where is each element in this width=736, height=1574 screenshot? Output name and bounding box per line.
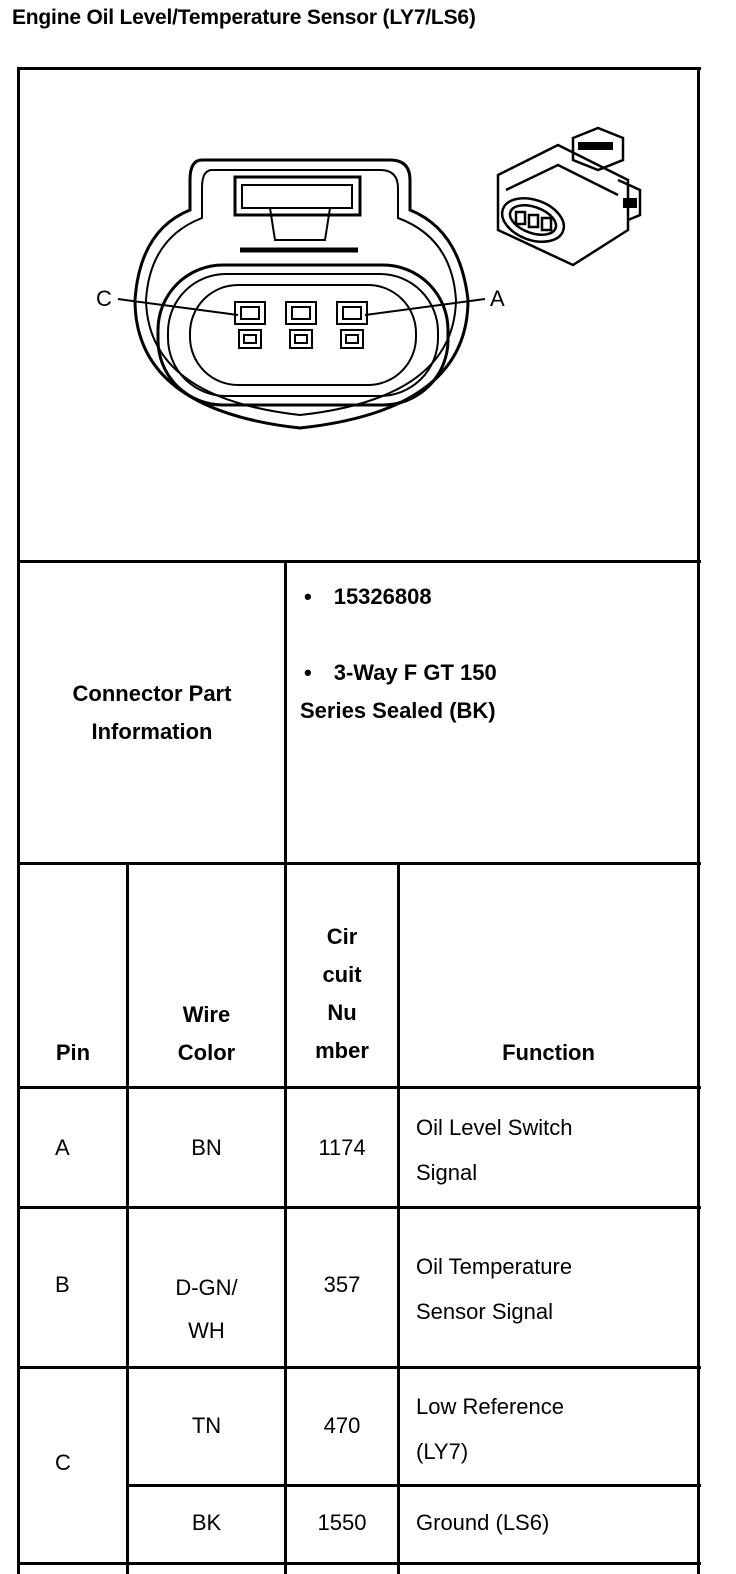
table-border-left xyxy=(17,67,20,1574)
pin-c-callout: C xyxy=(96,286,112,311)
column-divider xyxy=(284,560,287,1574)
pin-cell: B xyxy=(55,1272,70,1297)
row-divider xyxy=(17,1206,701,1209)
part-number: 15326808 xyxy=(333,584,432,609)
function-cell: Ground (LS6) xyxy=(416,1510,550,1535)
connector-face-diagram xyxy=(117,158,486,430)
page-title: Engine Oil Level/Temperature Sensor (LY7… xyxy=(12,6,476,29)
bullet: • xyxy=(304,660,312,685)
circuit-cell: 357 xyxy=(323,1272,361,1297)
row-divider xyxy=(17,1086,701,1089)
circuit-cell: 470 xyxy=(323,1413,361,1438)
header-wire-color: Wire Color xyxy=(177,1002,236,1065)
header-circuit-number: Cir cuit Nu mber xyxy=(315,924,369,1063)
wire-color-cell: TN xyxy=(191,1413,222,1438)
pin-cell: A xyxy=(55,1135,70,1160)
wire-color-cell: D-GN/ WH xyxy=(175,1275,238,1343)
table-header-top xyxy=(17,862,701,865)
connector-info-values: • 15326808 • 3-Way F GT 150 Series Seale… xyxy=(300,578,690,730)
connector-thumbnail-image xyxy=(496,126,642,267)
function-cell: Oil Level Switch Signal xyxy=(416,1115,573,1185)
column-divider xyxy=(397,862,400,1574)
bullet: • xyxy=(304,584,312,609)
connector-info-label: Connector Part Information xyxy=(72,681,232,744)
row-divider xyxy=(17,1366,701,1369)
function-cell: Oil Temperature Sensor Signal xyxy=(416,1254,573,1324)
connector-description-line2: Series Sealed (BK) xyxy=(300,698,496,723)
function-cell: Low Reference (LY7) xyxy=(416,1394,564,1464)
row-divider xyxy=(126,1484,701,1487)
connector-description-line1: 3-Way F GT 150 xyxy=(333,660,497,685)
header-pin: Pin xyxy=(55,1040,91,1065)
table-border-bottom xyxy=(17,1562,701,1565)
table-border-top xyxy=(17,67,701,70)
wire-color-cell: BK xyxy=(191,1510,222,1535)
table-border-right xyxy=(697,67,700,1574)
column-divider xyxy=(126,862,129,1574)
wire-color-cell: BN xyxy=(191,1135,222,1160)
circuit-cell: 1174 xyxy=(318,1135,366,1160)
circuit-cell: 1550 xyxy=(317,1510,367,1535)
pin-a-callout: A xyxy=(490,286,505,311)
header-function: Function xyxy=(502,1040,595,1065)
section-divider xyxy=(17,560,701,563)
pin-cell: C xyxy=(55,1450,71,1475)
